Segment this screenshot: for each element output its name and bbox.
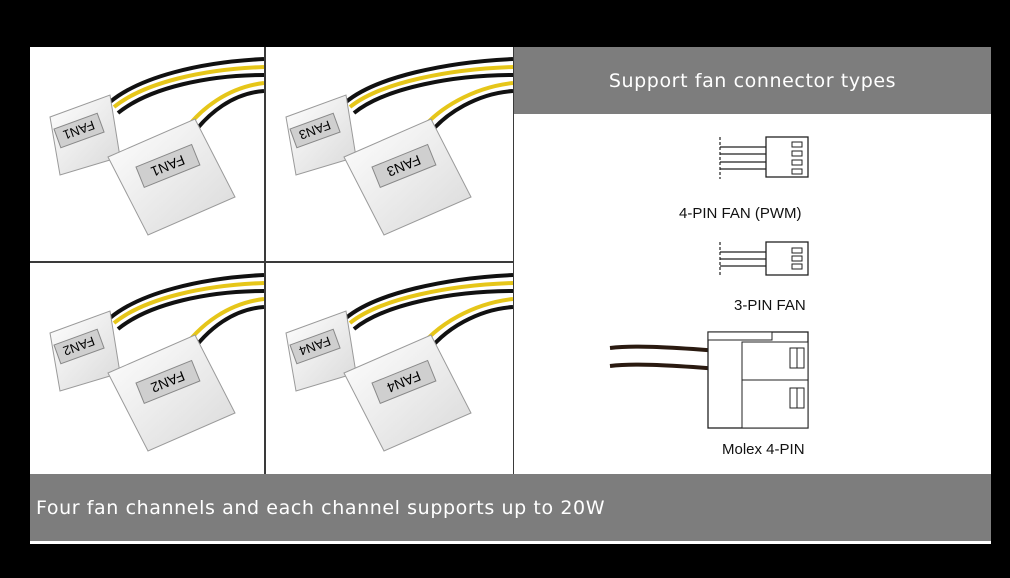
connector-label-4pin: 4-PIN FAN (PWM)	[679, 205, 802, 222]
connector-label-molex: Molex 4-PIN	[722, 441, 805, 458]
connector-types-header: Support fan connector types	[514, 47, 991, 114]
header-title: Support fan connector types	[608, 69, 897, 92]
cable-photo-fan4: FAN4 FAN4	[266, 263, 513, 474]
grid-divider-vertical-2	[513, 47, 514, 474]
fan-3pin-connector-icon	[719, 241, 809, 276]
footer-caption: Four fan channels and each channel suppo…	[36, 496, 606, 519]
fan-channels-caption-band: Four fan channels and each channel suppo…	[30, 474, 991, 541]
cable-photo-fan1: FAN1 FAN1	[30, 47, 264, 261]
connector-label-3pin: 3-PIN FAN	[734, 297, 806, 314]
grid-divider-horizontal	[30, 261, 514, 263]
cable-photo-fan2: FAN2 FAN2	[30, 263, 264, 474]
molex-4pin-connector-icon	[609, 331, 809, 429]
cable-photo-fan3: FAN3 FAN3	[266, 47, 513, 261]
fan-4pin-connector-icon	[719, 136, 809, 179]
grid-divider-vertical-1	[264, 47, 266, 474]
